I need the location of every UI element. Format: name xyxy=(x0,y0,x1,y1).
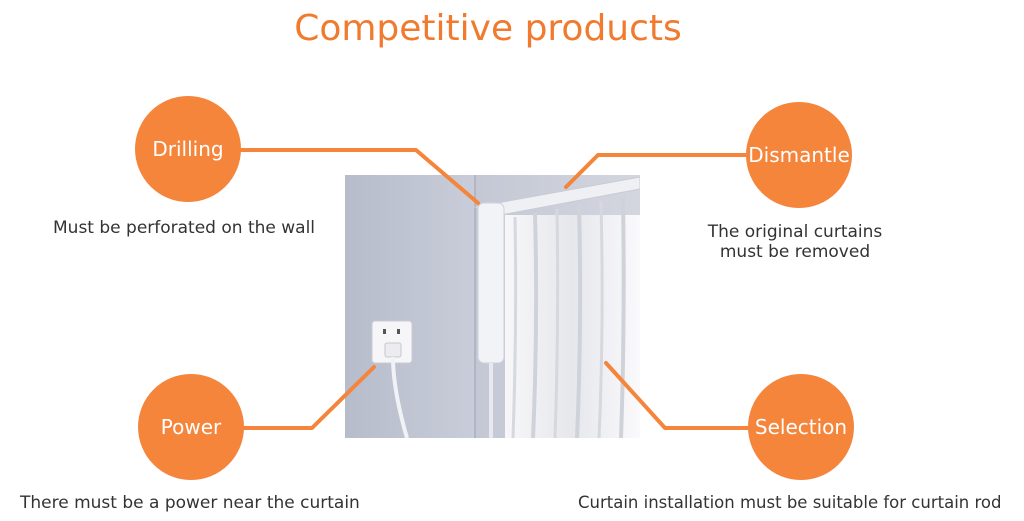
power-circle: Power xyxy=(138,374,244,480)
power-connector xyxy=(233,365,376,430)
selection-caption: Curtain installation must be suitable fo… xyxy=(578,493,1002,512)
left-wall xyxy=(345,175,475,438)
dismantle-caption-line2: must be removed xyxy=(719,242,871,262)
dismantle-connector xyxy=(564,153,750,189)
selection-connector xyxy=(604,361,754,430)
curtain-motor-photo xyxy=(345,175,640,438)
dismantle-caption: The original curtains must be removed xyxy=(690,222,900,262)
drilling-connector xyxy=(238,148,480,205)
dismantle-caption-line1: The original curtains xyxy=(707,222,883,242)
drilling-label: Drilling xyxy=(152,137,224,161)
dismantle-label: Dismantle xyxy=(748,143,850,167)
selection-circle: Selection xyxy=(748,374,854,480)
dismantle-circle: Dismantle xyxy=(746,102,852,208)
drilling-circle: Drilling xyxy=(135,96,241,202)
power-label: Power xyxy=(160,415,222,439)
drilling-caption: Must be perforated on the wall xyxy=(53,218,316,238)
page-title: Competitive products xyxy=(294,8,682,49)
selection-label: Selection xyxy=(754,415,848,439)
power-caption: There must be a power near the curtain xyxy=(20,493,360,513)
curtain-fabric xyxy=(505,196,640,438)
wall-socket xyxy=(371,320,413,438)
